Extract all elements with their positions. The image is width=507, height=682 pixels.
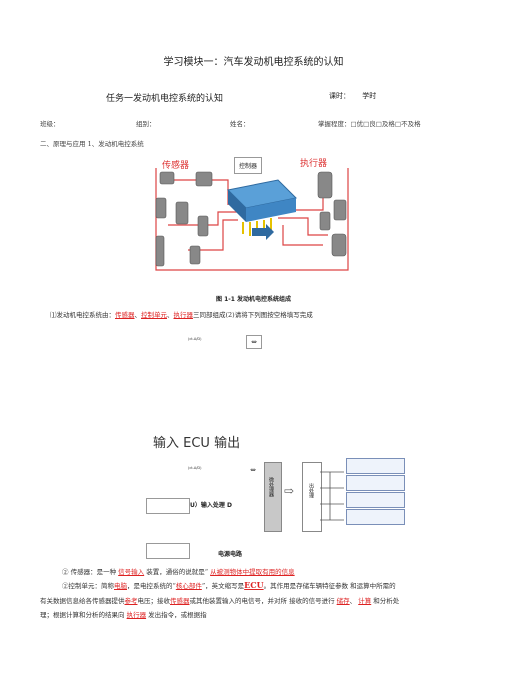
- engine-control-figure: 传感器 控制器 执行器: [148, 150, 358, 290]
- output-box-4: [346, 509, 405, 525]
- p2-l1-answer-1: 电脑: [114, 582, 127, 590]
- p2-l2-mid2: 或其他装置输入的电信号，并对所 接收的信号进行: [189, 597, 337, 605]
- power-circuit-label: 电源电路: [218, 551, 243, 558]
- p2-l1-prefix: ②控制单元：简称: [62, 582, 114, 590]
- output-box-2: [346, 475, 405, 491]
- p2-l1-mid: ，是电控系统的“: [127, 582, 176, 590]
- p2-l2-sep: 、: [349, 597, 359, 605]
- small-label-1: (ct-A/D): [188, 337, 202, 341]
- p2-l3-prefix: 理；根据计算和分析的结果向: [40, 611, 127, 619]
- section-title: 二、原理与应用 1、发动机电控系统: [40, 140, 144, 148]
- small-label-2: (ct-A/D): [188, 466, 202, 470]
- q1-answer-sensor: 传感器: [115, 311, 135, 319]
- sensor-label: 传感器: [162, 161, 190, 171]
- p2-l2-answer-1: 参考: [124, 597, 138, 605]
- microprocessor-block: 微处理器: [264, 462, 282, 532]
- microprocessor-label: 微处理器: [268, 477, 274, 497]
- q1-sep1: 、: [134, 311, 142, 319]
- mastery-level: 掌握程度：□优□良□及格□不及格: [318, 120, 421, 128]
- arrow-right-icon: ⇨: [284, 484, 295, 498]
- figure-caption: 图 1-1 发动机电控系统组成: [215, 296, 292, 303]
- page-title: 学习模块一：汽车发动机电控系统的认知: [163, 57, 344, 68]
- class-label: 班级：: [40, 120, 60, 128]
- p2-l1-suffix: 。其作用是存储车辆特征参数 和运算中所需的: [263, 582, 396, 590]
- p2-l1-answer-3: ECU: [244, 580, 264, 590]
- p2-l2-answer-2: 传感器: [170, 597, 190, 605]
- input-box: [146, 498, 190, 514]
- ecu-definition-line-1: ②控制单元：简称电脑，是电控系统的“核心部件”，英文缩写是ECU。其作用是存储车…: [62, 580, 396, 590]
- double-arrow-icon-2: ⇔: [250, 466, 256, 474]
- p2-l1-mid2: ”，英文缩写是: [201, 582, 245, 590]
- group-label: 组别：: [136, 120, 156, 128]
- p2-l2-suffix: 和分析处: [371, 597, 400, 605]
- p1-mid: 装置，通俗的说就是“: [144, 568, 211, 576]
- actuator-label: 执行器: [300, 159, 328, 169]
- q1-sep2: 、: [167, 311, 174, 319]
- name-label: 姓名：: [230, 120, 250, 128]
- output-processing-block: 出处理: [302, 462, 322, 532]
- p2-l3-answer-1: 执行器: [126, 611, 147, 619]
- output-connectors: [320, 462, 344, 530]
- question-1: ⑴发动机电控系统由：传感器、控制单元、执行器三同部组成(2)请将下列图按空格填写…: [50, 309, 313, 319]
- connector-lines: [320, 471, 344, 521]
- p2-l3-suffix: 发出指令，或根据指: [146, 611, 207, 619]
- figure-illustration: [155, 168, 349, 271]
- ecu-definition-line-2: 有关数据信息给各传感器提供参考电压；接收传感器或其他装置输入的电信号，并对所 接…: [40, 595, 399, 605]
- output-box-3: [346, 492, 405, 508]
- p2-l1-answer-2: 核心部件: [175, 582, 202, 590]
- q1-answer-actuator: 执行器: [173, 311, 194, 319]
- ecu-unit: [226, 179, 298, 236]
- output-processing-label: 出处理: [308, 483, 314, 498]
- class-hours: 课时： 学时: [329, 91, 386, 101]
- double-arrow-icon: ⇔: [246, 335, 262, 349]
- input-processing-label: U）输入处理 D: [190, 502, 232, 509]
- p2-l2-answer-3: 储存: [336, 597, 350, 605]
- q1-suffix: 三同部组成(2)请将下列图按空格填写完成: [193, 311, 313, 319]
- io-label: 输入 ECU 输出: [153, 436, 241, 451]
- power-box: [146, 543, 190, 559]
- sensor-definition: ② 传感器：是一种 信号输入 装置，通俗的说就是“ 从被测物体中提取有用的信息: [62, 566, 295, 576]
- q1-answer-control-unit: 控制单元: [141, 311, 167, 319]
- p1-answer-1: 信号输入: [118, 568, 145, 576]
- p1-prefix: ② 传感器：是一种: [62, 568, 119, 576]
- controller-label: 控制器: [234, 157, 263, 174]
- hours-unit: 学时: [362, 92, 377, 100]
- p2-l2-answer-4: 计算: [358, 597, 372, 605]
- output-box-1: [346, 458, 405, 474]
- hours-label: 课时：: [329, 92, 350, 100]
- task-title: 任务一发动机电控系统的认知: [106, 94, 224, 104]
- q1-prefix: ⑴发动机电控系统由：: [50, 311, 115, 319]
- p1-answer-2: 从被测物体中提取有用的信息: [210, 568, 295, 576]
- ecu-definition-line-3: 理；根据计算和分析的结果向 执行器 发出指令，或根据指: [40, 609, 207, 619]
- p2-l2-mid: 电压；接收: [137, 597, 171, 605]
- p2-l2-prefix: 有关数据信息给各传感器提供: [40, 597, 125, 605]
